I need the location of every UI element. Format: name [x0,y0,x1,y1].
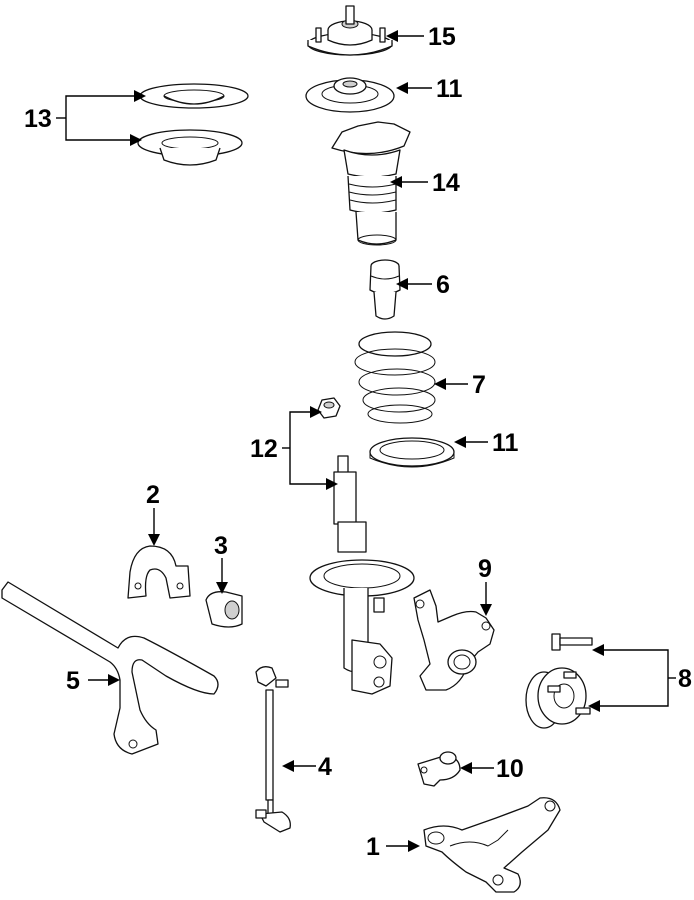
stabilizer-bar-part[interactable] [1,581,219,755]
svg-text:9: 9 [478,555,492,583]
strut-assembly-part[interactable] [309,455,415,695]
svg-text:5: 5 [66,667,80,695]
svg-text:3: 3 [214,532,228,560]
svg-text:8: 8 [678,665,692,693]
lower-control-arm-part[interactable] [423,797,561,893]
lower-spring-seat-part[interactable] [369,437,455,468]
callout-9: 9 [478,555,492,616]
callout-5: 5 [66,667,120,695]
svg-text:15: 15 [428,23,456,51]
upper-spring-seat-part[interactable] [305,77,395,113]
hub-bolt-part[interactable] [551,633,593,651]
callout-2: 2 [146,481,160,546]
callout-4: 4 [282,753,332,781]
stabilizer-bushing-part[interactable] [205,591,243,628]
stabilizer-link-part[interactable] [255,666,291,833]
callout-7: 7 [434,371,486,399]
svg-text:10: 10 [496,755,524,783]
bump-stop-part[interactable] [369,259,401,320]
svg-text:4: 4 [318,753,332,781]
callout-11-upper: 11 [396,75,463,103]
svg-text:13: 13 [24,105,52,133]
dust-boot-part[interactable] [331,121,411,246]
callout-10: 10 [460,755,524,783]
stabilizer-bracket-part[interactable] [127,545,191,599]
callout-3: 3 [214,532,228,594]
callout-8: 8 [588,644,692,712]
wheel-hub-part[interactable] [525,667,591,729]
steering-knuckle-part[interactable] [413,589,495,691]
svg-text:1: 1 [366,833,380,861]
callout-15: 15 [386,23,456,51]
spring-insulator-lower-part[interactable] [137,129,243,166]
svg-text:14: 14 [432,169,460,197]
spring-insulator-upper-part[interactable] [139,83,249,109]
svg-text:11: 11 [436,75,463,103]
svg-text:12: 12 [250,435,278,463]
callout-13: 13 [24,90,146,146]
callout-14: 14 [390,169,460,197]
svg-text:2: 2 [146,481,160,509]
ball-joint-part[interactable] [417,751,461,787]
callout-1: 1 [366,833,420,861]
svg-text:6: 6 [436,271,450,299]
strut-mount-part[interactable] [307,5,393,56]
callout-11-lower: 11 [454,429,519,457]
callout-6: 6 [396,271,450,299]
svg-text:11: 11 [492,429,519,457]
coil-spring-part[interactable] [354,331,436,424]
strut-nut-part[interactable] [317,397,341,419]
callout-12: 12 [250,406,338,490]
svg-text:7: 7 [472,371,486,399]
